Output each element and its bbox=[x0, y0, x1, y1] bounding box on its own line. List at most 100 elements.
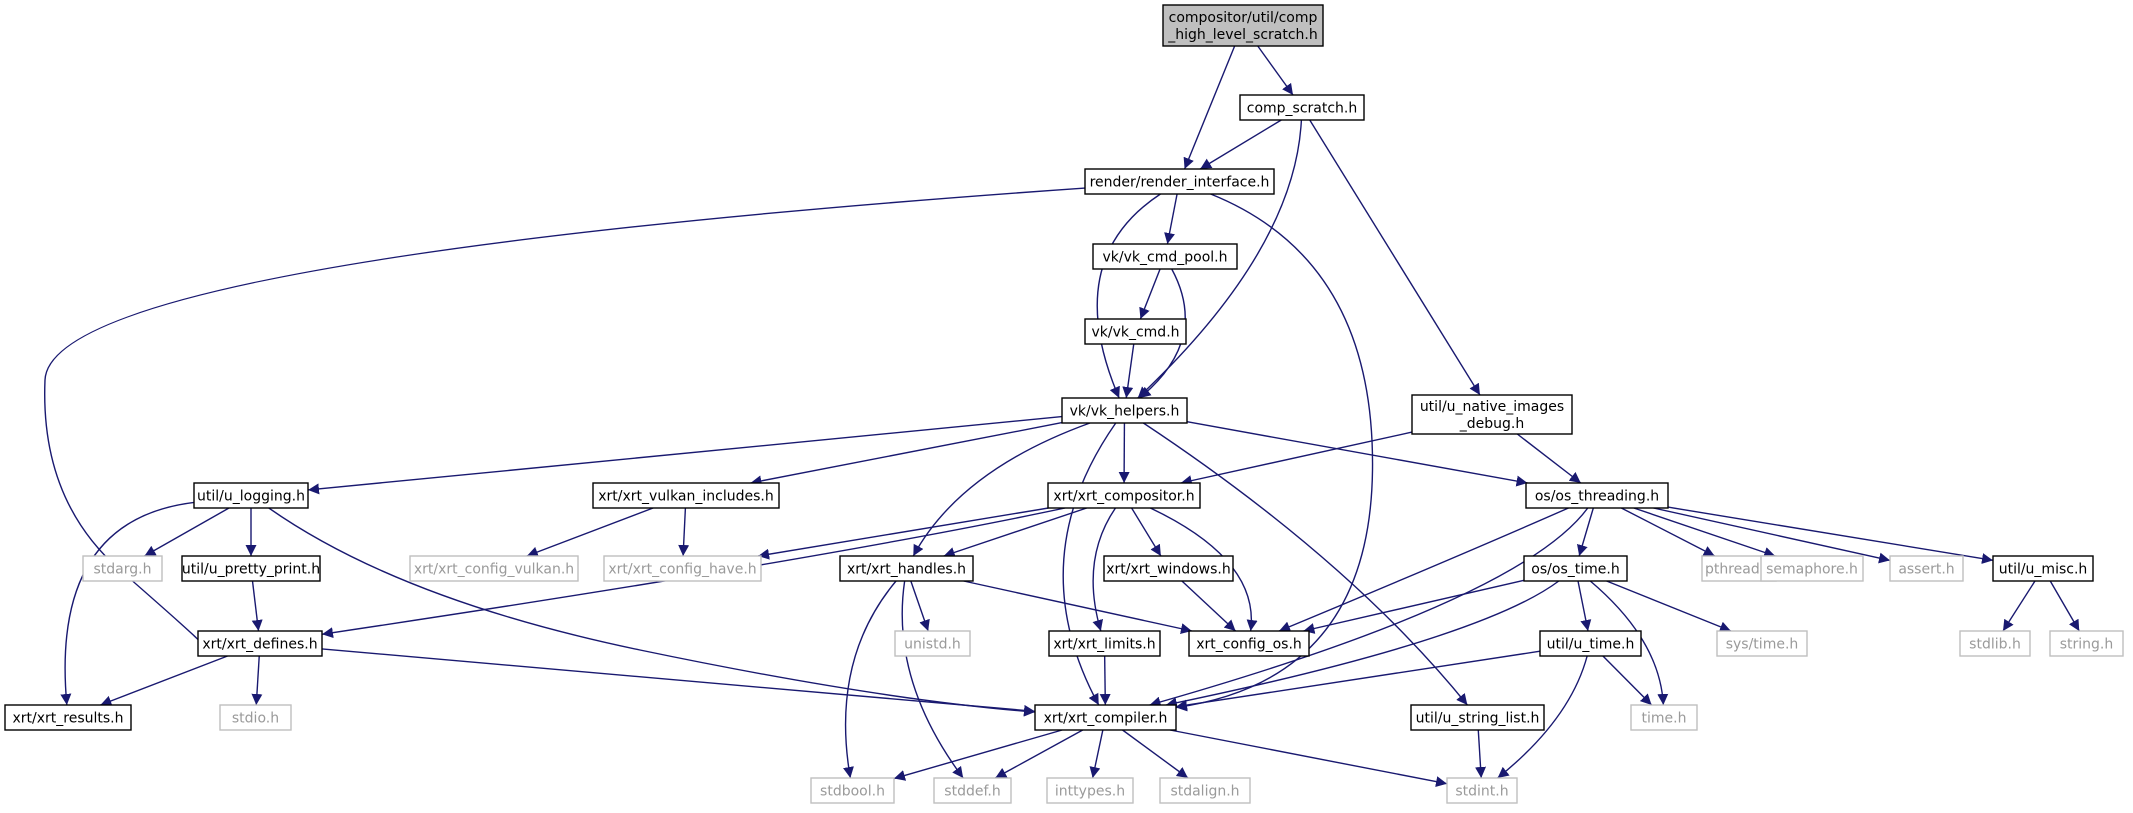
edge-line bbox=[1620, 507, 1716, 557]
node-u-misc[interactable]: util/u_misc.h bbox=[1992, 555, 2094, 582]
edge-line bbox=[1062, 422, 1117, 706]
node-label: xrt/xrt_handles.h bbox=[847, 562, 966, 578]
node-u-pretty-print[interactable]: util/u_pretty_print.h bbox=[181, 555, 321, 582]
node-xrt-limits[interactable]: xrt/xrt_limits.h bbox=[1048, 630, 1161, 657]
edge-line bbox=[526, 507, 654, 558]
node-vk-cmd-pool[interactable]: vk/vk_cmd_pool.h bbox=[1092, 243, 1238, 270]
node-xrt-handles[interactable]: xrt/xrt_handles.h bbox=[839, 555, 974, 582]
edge-os-threading-to-u-misc bbox=[1667, 506, 1994, 564]
node-label: vk/vk_cmd_pool.h bbox=[1103, 250, 1228, 266]
node-label: stdint.h bbox=[1455, 784, 1508, 800]
node-root[interactable]: compositor/util/comp_high_level_scratch.… bbox=[1162, 4, 1324, 47]
node-label: stdalign.h bbox=[1170, 784, 1239, 800]
node-comp-scratch[interactable]: comp_scratch.h bbox=[1239, 94, 1365, 121]
edge-u-logging-to-xrt-results bbox=[60, 501, 195, 706]
edges-layer bbox=[44, 45, 2080, 788]
node-box bbox=[1716, 630, 1808, 657]
node-stdlib: stdlib.h bbox=[1959, 630, 2031, 657]
node-xrt-compiler[interactable]: xrt/xrt_compiler.h bbox=[1034, 704, 1177, 731]
node-render-interface[interactable]: render/render_interface.h bbox=[1084, 168, 1275, 195]
edge-vk-helpers-to-u-string-list bbox=[1142, 422, 1468, 706]
node-u-logging[interactable]: util/u_logging.h bbox=[193, 482, 309, 509]
edge-line bbox=[1122, 343, 1135, 399]
edge-line bbox=[1169, 729, 1448, 788]
node-label: xrt/xrt_compositor.h bbox=[1053, 489, 1194, 505]
edge-xrt-handles-to-stddef bbox=[901, 580, 964, 779]
node-box bbox=[82, 555, 163, 582]
node-u-native-images-debug[interactable]: util/u_native_images_debug.h bbox=[1411, 394, 1573, 435]
node-os-threading[interactable]: os/os_threading.h bbox=[1525, 482, 1669, 509]
edge-line bbox=[321, 648, 1036, 716]
node-os-time[interactable]: os/os_time.h bbox=[1523, 555, 1628, 582]
node-box bbox=[219, 704, 292, 731]
edge-xrt-defines-to-stdio bbox=[251, 655, 263, 706]
node-label: sys/time.h bbox=[1726, 637, 1799, 653]
node-label: stdlib.h bbox=[1969, 637, 2021, 653]
edge-u-misc-to-stdlib bbox=[2002, 580, 2036, 632]
node-box bbox=[409, 555, 579, 582]
edge-vk-cmd-pool-to-vk-cmd bbox=[1139, 268, 1161, 320]
node-box bbox=[592, 482, 780, 509]
edge-comp-scratch-to-u-native-images-debug bbox=[1309, 119, 1481, 396]
edge-line bbox=[1131, 507, 1162, 557]
edge-line bbox=[1181, 580, 1237, 632]
edge-line bbox=[307, 415, 1063, 495]
edge-line bbox=[757, 507, 1049, 560]
node-box bbox=[1159, 777, 1251, 804]
node-xrt-vulkan-includes[interactable]: xrt/xrt_vulkan_includes.h bbox=[592, 482, 780, 509]
node-xrt-config-os[interactable]: xrt_config_os.h bbox=[1188, 630, 1310, 657]
edge-xrt-defines-to-xrt-compiler bbox=[321, 648, 1036, 716]
edge-line bbox=[1633, 507, 1776, 558]
edge-u-logging-to-stdarg bbox=[144, 507, 230, 557]
node-box bbox=[181, 555, 321, 582]
edge-line bbox=[1099, 655, 1111, 706]
node-u-time[interactable]: util/u_time.h bbox=[1539, 630, 1642, 657]
node-vk-cmd[interactable]: vk/vk_cmd.h bbox=[1084, 318, 1187, 345]
edge-line bbox=[2002, 580, 2036, 632]
node-box bbox=[1446, 777, 1518, 804]
edge-vk-helpers-to-os-threading bbox=[1186, 421, 1528, 487]
node-vk-helpers[interactable]: vk/vk_helpers.h bbox=[1061, 397, 1188, 424]
edge-line bbox=[1092, 507, 1117, 632]
edge-xrt-compiler-to-stdint bbox=[1169, 729, 1448, 788]
edge-line bbox=[1149, 507, 1589, 708]
edge-line bbox=[994, 729, 1084, 779]
node-xrt-windows[interactable]: xrt/xrt_windows.h bbox=[1103, 555, 1234, 582]
edge-xrt-vulkan-includes-to-xrt-config-have bbox=[678, 507, 690, 557]
edge-xrt-handles-to-xrt-config-os bbox=[963, 580, 1193, 635]
node-xrt-compositor[interactable]: xrt/xrt_compositor.h bbox=[1047, 482, 1201, 509]
edge-line bbox=[1577, 580, 1592, 632]
edge-comp-scratch-to-vk-helpers bbox=[1137, 119, 1303, 399]
node-box bbox=[193, 482, 309, 509]
node-box bbox=[1239, 94, 1365, 121]
node-label: comp_scratch.h bbox=[1247, 101, 1358, 117]
node-xrt-defines[interactable]: xrt/xrt_defines.h bbox=[197, 630, 323, 657]
node-label: _high_level_scratch.h bbox=[1167, 27, 1318, 43]
node-assert: assert.h bbox=[1889, 555, 1964, 582]
node-u-string-list[interactable]: util/u_string_list.h bbox=[1410, 704, 1545, 731]
edge-os-threading-to-os-time bbox=[1577, 507, 1594, 557]
node-label: xrt/xrt_config_have.h bbox=[608, 562, 756, 578]
node-box bbox=[1084, 318, 1187, 345]
node-label: time.h bbox=[1642, 711, 1687, 727]
edge-line bbox=[1497, 655, 1588, 779]
edge-line bbox=[100, 655, 228, 707]
node-box bbox=[933, 777, 1012, 804]
edge-os-time-to-time bbox=[1589, 580, 1669, 706]
node-label: semaphore.h bbox=[1766, 562, 1858, 578]
node-label: xrt/xrt_vulkan_includes.h bbox=[598, 489, 773, 505]
node-label: vk/vk_helpers.h bbox=[1070, 404, 1180, 420]
edge-u-pretty-print-to-xrt-defines bbox=[251, 580, 263, 632]
node-label: vk/vk_cmd.h bbox=[1091, 325, 1179, 341]
edge-line bbox=[1667, 506, 1994, 564]
node-box bbox=[1525, 482, 1669, 509]
edge-render-interface-to-vk-cmd-pool bbox=[1164, 193, 1178, 245]
node-box bbox=[1411, 394, 1573, 435]
node-label: stdarg.h bbox=[94, 562, 152, 578]
node-label: pthread.h bbox=[1705, 562, 1773, 578]
node-box bbox=[1959, 630, 2031, 657]
node-box bbox=[2049, 630, 2124, 657]
edge-line bbox=[1653, 507, 1891, 564]
node-xrt-results[interactable]: xrt/xrt_results.h bbox=[4, 704, 132, 731]
